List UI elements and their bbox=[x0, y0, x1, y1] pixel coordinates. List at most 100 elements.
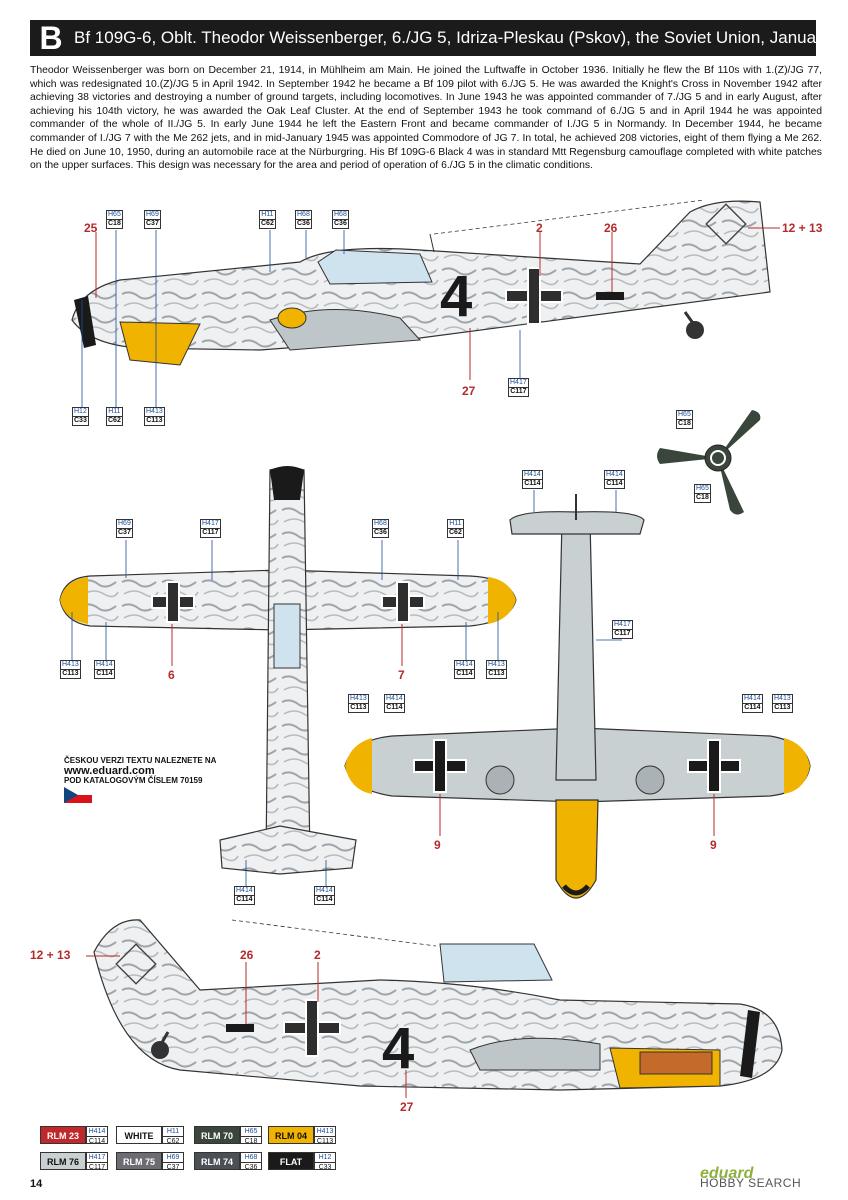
marking-number-25: 25 bbox=[84, 221, 98, 235]
legend-h-code: H68 bbox=[241, 1153, 261, 1163]
legend-color-label: RLM 76 bbox=[40, 1152, 86, 1170]
side-profile-left: 4 bbox=[71, 199, 780, 410]
legend-c-code: C113 bbox=[316, 1138, 334, 1145]
profile-letter: B bbox=[39, 20, 63, 56]
marking-number-9-right: 9 bbox=[710, 838, 717, 852]
legend-c-code: C18 bbox=[244, 1138, 258, 1145]
marking-number-12-13-top: 12 + 13 bbox=[782, 221, 823, 235]
legend-c-code: C36 bbox=[244, 1164, 258, 1171]
legend-c-code: C37 bbox=[166, 1164, 180, 1171]
bottom-view bbox=[344, 490, 811, 899]
marking-number-12-13-bottom: 12 + 13 bbox=[30, 948, 71, 962]
czech-line-2: POD KATALOGOVÝM ČÍSLEM bbox=[64, 776, 178, 785]
legend-color-label: RLM 70 bbox=[194, 1126, 240, 1144]
legend-c-code: C33 bbox=[318, 1164, 332, 1171]
legend-color-label: FLAT BLACK bbox=[268, 1152, 314, 1185]
marking-number-6: 6 bbox=[168, 668, 175, 682]
czech-flag-icon bbox=[64, 787, 92, 803]
legend-h-code: H413 bbox=[315, 1128, 335, 1137]
legend-c-code: C117 bbox=[88, 1164, 106, 1171]
header-bar: B Bf 109G-6, Oblt. Theodor Weissenberger… bbox=[30, 20, 848, 56]
czech-version-note: ČESKOU VERZI TEXTU NALEZNETE NA www.edua… bbox=[64, 756, 216, 786]
top-view bbox=[59, 466, 517, 886]
czech-website-link[interactable]: www.eduard.com bbox=[64, 765, 155, 777]
side-profile-right: 4 bbox=[86, 919, 783, 1098]
legend-h-code: H414 bbox=[87, 1128, 107, 1137]
marking-number-2-bottom: 2 bbox=[314, 948, 321, 962]
marking-number-2-top: 2 bbox=[536, 221, 543, 235]
pilot-biography: Theodor Weissenberger was born on Decemb… bbox=[30, 65, 822, 172]
marking-number-26-top: 26 bbox=[604, 221, 618, 235]
czech-catalog-number: 70159 bbox=[180, 776, 203, 785]
czech-line-1: ČESKOU VERZI TEXTU NALEZNETE NA bbox=[64, 756, 217, 765]
legend-c-code: C62 bbox=[166, 1138, 180, 1145]
watermark: HOBBY SEARCH bbox=[700, 1176, 802, 1190]
profile-title: Bf 109G-6, Oblt. Theodor Weissenberger, … bbox=[74, 28, 848, 47]
legend-color-label: RLM 04 bbox=[268, 1126, 314, 1144]
legend-color-label: RLM 75 bbox=[116, 1152, 162, 1170]
legend-h-code: H12 bbox=[315, 1153, 335, 1163]
legend-color-label: WHITE bbox=[116, 1126, 162, 1144]
eduard-logo: eduard bbox=[700, 1165, 754, 1182]
legend-h-code: H417 bbox=[87, 1154, 107, 1163]
legend-color-label: RLM 23 bbox=[40, 1126, 86, 1144]
marking-number-27-top: 27 bbox=[462, 384, 476, 398]
marking-number-27-bottom: 27 bbox=[400, 1100, 414, 1114]
page-number: 14 bbox=[30, 1178, 43, 1190]
legend-c-code: C114 bbox=[88, 1138, 106, 1145]
marking-number-9-left: 9 bbox=[434, 838, 441, 852]
legend-h-code: H69 bbox=[163, 1153, 183, 1163]
legend-color-label: RLM 74 bbox=[194, 1152, 240, 1170]
legend-h-code: H11 bbox=[163, 1127, 183, 1137]
aircraft-code-left: 4 bbox=[440, 264, 472, 329]
aircraft-code-right: 4 bbox=[382, 1016, 414, 1081]
legend-h-code: H65 bbox=[241, 1127, 261, 1137]
marking-number-26-bottom: 26 bbox=[240, 948, 254, 962]
propeller-spinner bbox=[657, 410, 761, 515]
